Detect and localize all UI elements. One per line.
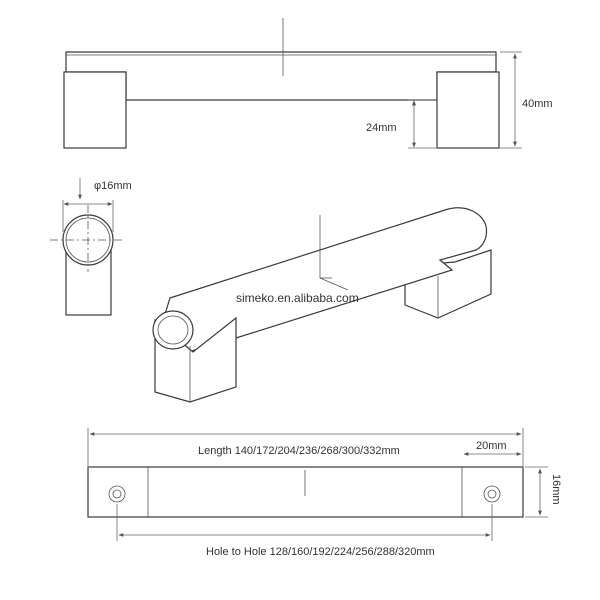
- label-base-width: 16mm: [550, 474, 562, 505]
- front-view-left-leg: [63, 71, 127, 149]
- iso-bar-end: [152, 310, 194, 350]
- label-height-total: 40mm: [522, 98, 553, 110]
- label-length: Length 140/172/204/236/268/300/332mm: [198, 445, 400, 457]
- iso-axis-diagonal: [319, 277, 349, 291]
- iso-bar: [159, 207, 488, 353]
- top-view-left-hole-outer: [108, 485, 126, 503]
- front-view-right-leg: [436, 71, 500, 149]
- iso-bar-end-inner: [157, 315, 189, 345]
- label-leg-width: 20mm: [476, 440, 507, 452]
- label-leg-height: 24mm: [366, 122, 397, 134]
- label-bar-diameter: φ16mm: [94, 180, 132, 192]
- top-view-right-hole: [487, 489, 497, 499]
- top-view-left-hole: [112, 489, 122, 499]
- side-view: φ16mm: [50, 178, 132, 316]
- front-view: 40mm 24mm: [63, 18, 553, 149]
- top-view: Length 140/172/204/236/268/300/332mm 20m…: [87, 428, 562, 558]
- isometric-view: simeko.en.alibaba.com: [152, 207, 492, 403]
- top-view-base: [87, 466, 524, 518]
- label-hole-to-hole: Hole to Hole 128/160/192/224/256/288/320…: [206, 546, 435, 558]
- watermark-text: simeko.en.alibaba.com: [236, 291, 359, 305]
- front-view-bar: [65, 51, 497, 101]
- top-view-right-hole-outer: [483, 485, 501, 503]
